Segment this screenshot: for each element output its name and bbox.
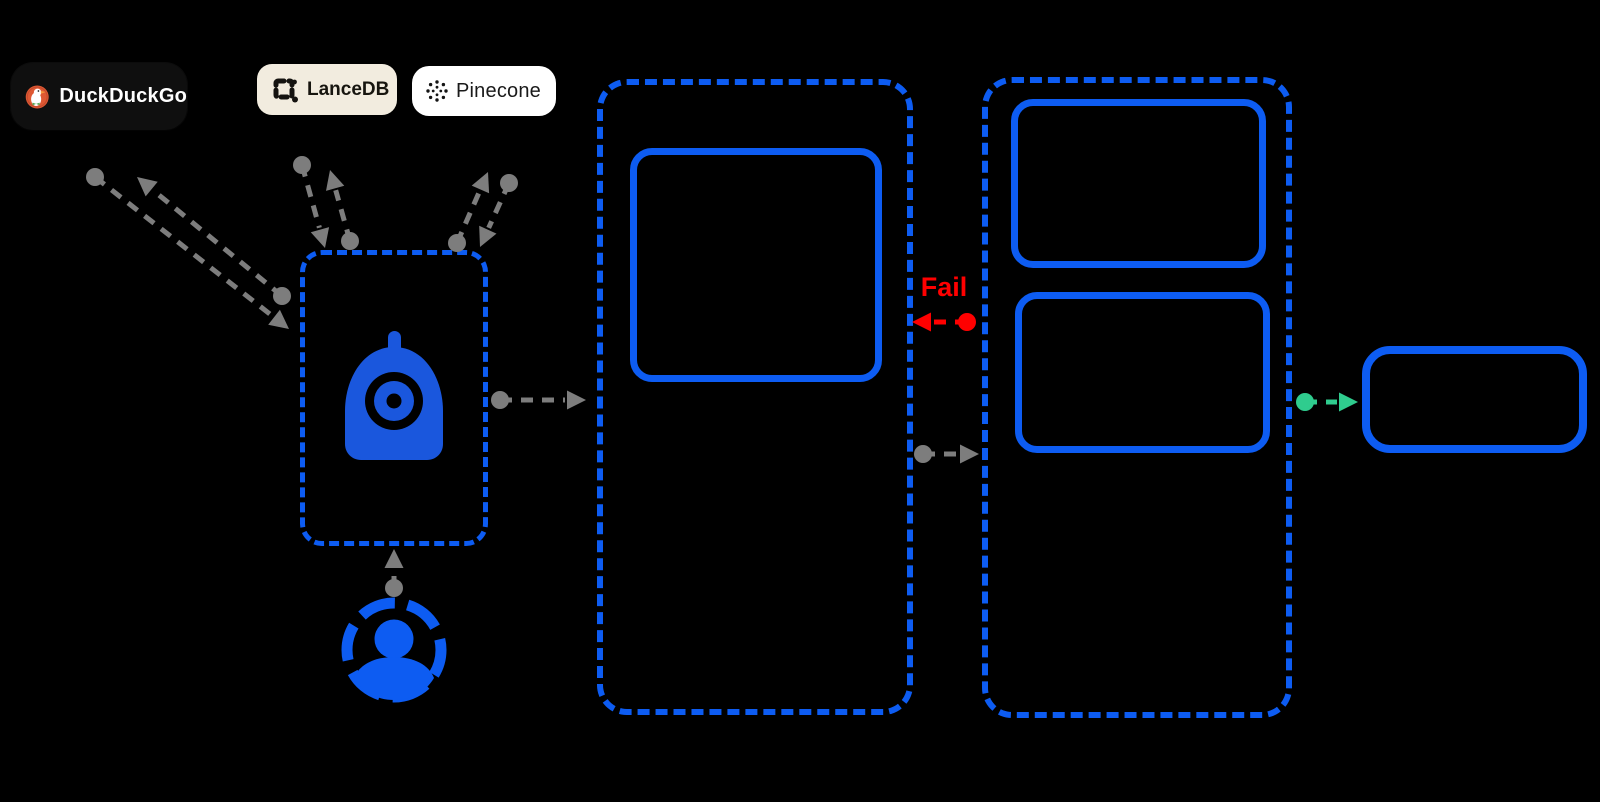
- secondary-container: [982, 77, 1292, 718]
- agent-box: [300, 250, 488, 546]
- arrow-primary-to-secondary: [914, 444, 979, 464]
- arrow-user-to-agent: [384, 549, 404, 597]
- arrow-agent-to-duckduckgo: [137, 177, 291, 305]
- pinecone-badge: Pinecone: [412, 66, 556, 116]
- robot-icon: [345, 331, 443, 460]
- arrow-pinecone-to-agent: [479, 174, 518, 247]
- user-avatar: [340, 596, 448, 704]
- arrow-agent-to-primary-container: [491, 390, 586, 410]
- person-in-dashed-circle-icon: [341, 597, 447, 703]
- duckduckgo-badge: DuckDuckGo: [11, 63, 187, 130]
- arrow-agent-to-pinecone: [448, 172, 490, 252]
- secondary-inner-box-top: [1011, 99, 1266, 268]
- stippled-pinecone-logo-icon: [426, 80, 448, 102]
- pinecone-label: Pinecone: [456, 79, 541, 102]
- secondary-inner-box-bottom: [1015, 292, 1270, 453]
- fail-label: Fail: [920, 272, 968, 302]
- primary-container: [597, 79, 913, 715]
- arrow-secondary-to-output: [1296, 392, 1358, 412]
- duck-logo-icon: [25, 85, 49, 108]
- pixel-square-logo-icon: [273, 78, 298, 102]
- arrow-fail-fallback: [912, 312, 976, 332]
- lancedb-label: LanceDB: [307, 78, 390, 100]
- arrow-duckduckgo-to-agent: [86, 168, 289, 329]
- arrow-lancedb-to-agent: [293, 156, 330, 248]
- output-box: [1362, 346, 1587, 453]
- duckduckgo-label: DuckDuckGo: [59, 85, 187, 107]
- primary-inner-box: [630, 148, 882, 382]
- lancedb-badge: LanceDB: [257, 64, 397, 115]
- arrow-agent-to-lancedb: [326, 170, 359, 250]
